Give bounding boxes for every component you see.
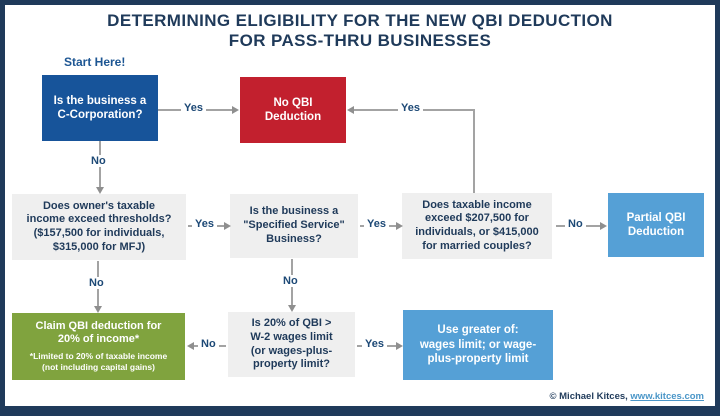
arrow-right-icon [396,222,403,230]
arrow-down-icon [94,306,102,313]
node-owner-threshold-text: Does owner's taxable income exceed thres… [26,199,172,253]
edge-label-specified-no: No [280,275,301,287]
node-c-corporation-text: Is the business a C-Corporation? [53,94,147,121]
node-wages-limit: Is 20% of QBI > W-2 wages limit (or wage… [228,312,355,377]
edge-label-ccorp-yes: Yes [181,102,206,114]
footer-credit: © Michael Kitces, www.kitces.com [550,391,705,402]
arrow-down-icon [96,187,104,194]
node-partial-qbi: Partial QBI Deduction [608,193,704,257]
copyright-text: © Michael Kitces, [549,391,628,402]
arrow-right-icon [232,106,239,114]
node-claim-qbi-footnote: *Limited to 20% of taxable income (not i… [29,351,168,373]
node-no-qbi-deduction: No QBI Deduction [240,77,346,143]
arrow-down-icon [288,305,296,312]
arrow-left-icon [187,342,194,350]
node-claim-qbi-text: Claim QBI deduction for 20% of income* [35,319,162,346]
node-partial-qbi-text: Partial QBI Deduction [626,211,686,238]
node-claim-qbi: Claim QBI deduction for 20% of income* *… [12,313,185,380]
start-here-label: Start Here! [64,55,126,69]
edge-label-taxable-yes: Yes [398,102,423,114]
node-taxable-income: Does taxable income exceed $207,500 for … [402,193,552,259]
node-specified-service: Is the business a "Specified Service" Bu… [230,194,358,258]
arrow-left-icon [347,106,354,114]
page-title-line2: FOR PASS-THRU BUSINESSES [228,31,492,50]
node-owner-threshold: Does owner's taxable income exceed thres… [12,194,186,260]
node-use-greater: Use greater of: wages limit; or wage- pl… [403,310,553,380]
edge-label-taxable-no: No [565,218,586,230]
edge-label-specified-yes: Yes [364,218,389,230]
node-no-qbi-deduction-text: No QBI Deduction [264,96,322,123]
page-title-line1: DETERMINING ELIGIBILITY FOR THE NEW QBI … [107,11,613,30]
edge-label-owner-no: No [86,277,107,289]
arrow-right-icon [396,342,403,350]
node-c-corporation: Is the business a C-Corporation? [42,75,158,141]
edge-label-wages-yes: Yes [362,338,387,350]
node-use-greater-text: Use greater of: wages limit; or wage- pl… [419,324,537,366]
edge-label-ccorp-no: No [88,155,109,167]
edge-label-owner-yes: Yes [192,218,217,230]
connector-taxable-noqbi-v [473,109,475,193]
node-taxable-income-text: Does taxable income exceed $207,500 for … [415,198,539,252]
node-wages-limit-text: Is 20% of QBI > W-2 wages limit (or wage… [250,317,333,371]
node-specified-service-text: Is the business a "Specified Service" Bu… [243,205,345,245]
kitces-link[interactable]: www.kitces.com [630,391,704,402]
arrow-right-icon [224,222,231,230]
edge-label-wages-no: No [198,338,219,350]
arrow-right-icon [600,222,607,230]
